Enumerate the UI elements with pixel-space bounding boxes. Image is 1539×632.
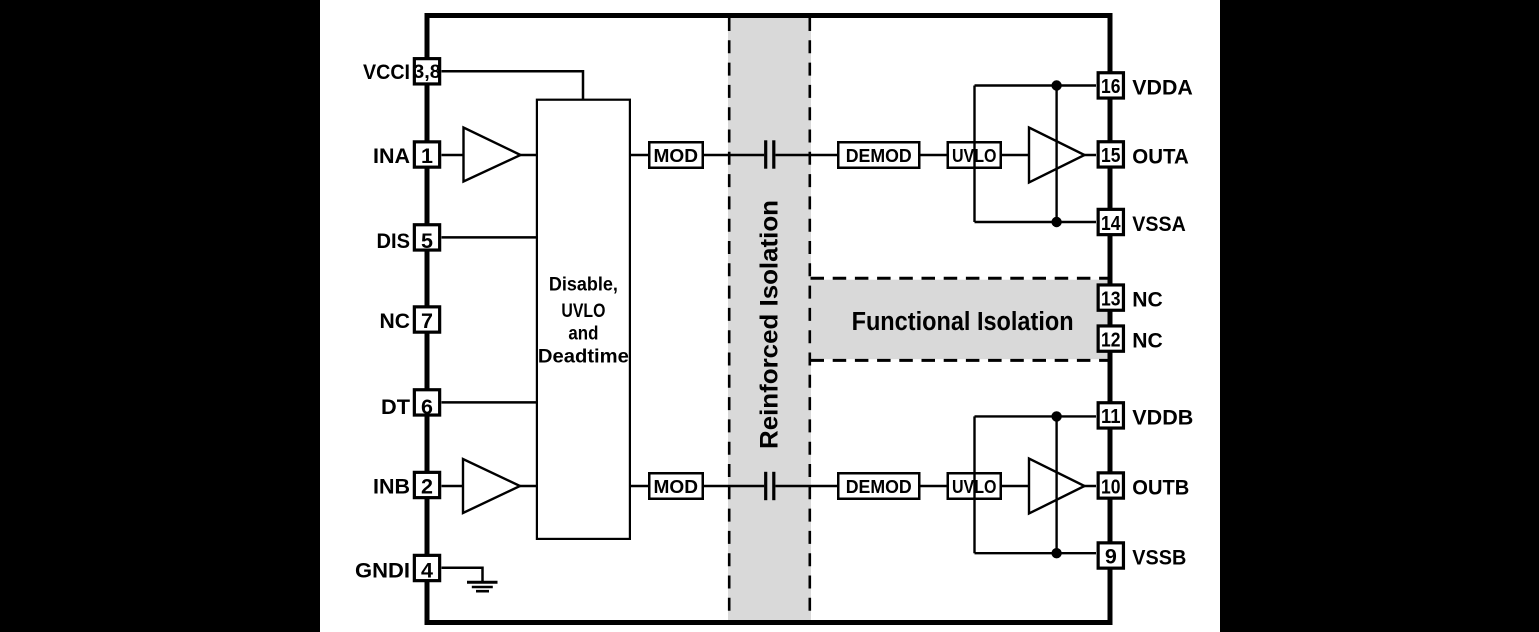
svg-text:DEMOD: DEMOD <box>846 145 912 166</box>
svg-text:13: 13 <box>1101 288 1121 310</box>
svg-text:UVLO: UVLO <box>952 145 997 166</box>
svg-text:DIS: DIS <box>377 229 411 253</box>
svg-text:14: 14 <box>1101 213 1121 235</box>
svg-text:and: and <box>568 324 598 345</box>
svg-text:1: 1 <box>421 144 433 168</box>
svg-text:UVLO: UVLO <box>561 301 605 322</box>
svg-text:3,8: 3,8 <box>413 62 441 83</box>
svg-text:VDDA: VDDA <box>1132 75 1193 99</box>
svg-text:VCCI: VCCI <box>363 60 410 84</box>
svg-text:11: 11 <box>1101 406 1121 428</box>
svg-text:NC: NC <box>1132 329 1163 353</box>
svg-text:Reinforced Isolation: Reinforced Isolation <box>756 200 784 449</box>
svg-text:VDDB: VDDB <box>1132 405 1193 429</box>
svg-text:15: 15 <box>1101 145 1121 167</box>
svg-text:OUTB: OUTB <box>1132 476 1189 500</box>
svg-text:OUTA: OUTA <box>1132 144 1189 168</box>
svg-text:Deadtime: Deadtime <box>538 347 629 368</box>
svg-text:6: 6 <box>421 395 433 419</box>
svg-text:MOD: MOD <box>654 476 699 497</box>
svg-text:GNDI: GNDI <box>355 559 410 583</box>
svg-text:MOD: MOD <box>654 145 699 166</box>
svg-text:12: 12 <box>1101 329 1121 351</box>
svg-text:INB: INB <box>373 475 410 499</box>
svg-text:NC: NC <box>380 309 411 333</box>
svg-text:2: 2 <box>421 475 433 499</box>
svg-text:10: 10 <box>1101 476 1121 498</box>
svg-text:16: 16 <box>1101 76 1121 98</box>
svg-text:7: 7 <box>421 309 433 333</box>
svg-text:Functional Isolation: Functional Isolation <box>852 308 1074 336</box>
svg-text:VSSB: VSSB <box>1132 546 1186 570</box>
svg-text:INA: INA <box>373 144 410 168</box>
svg-text:DT: DT <box>381 395 410 419</box>
svg-text:5: 5 <box>421 229 433 253</box>
svg-text:UVLO: UVLO <box>952 476 997 497</box>
svg-text:DEMOD: DEMOD <box>846 476 912 497</box>
svg-text:4: 4 <box>421 559 433 583</box>
svg-text:NC: NC <box>1132 288 1163 312</box>
svg-text:9: 9 <box>1105 544 1117 568</box>
svg-text:VSSA: VSSA <box>1132 212 1186 236</box>
svg-text:Disable,: Disable, <box>549 275 618 296</box>
